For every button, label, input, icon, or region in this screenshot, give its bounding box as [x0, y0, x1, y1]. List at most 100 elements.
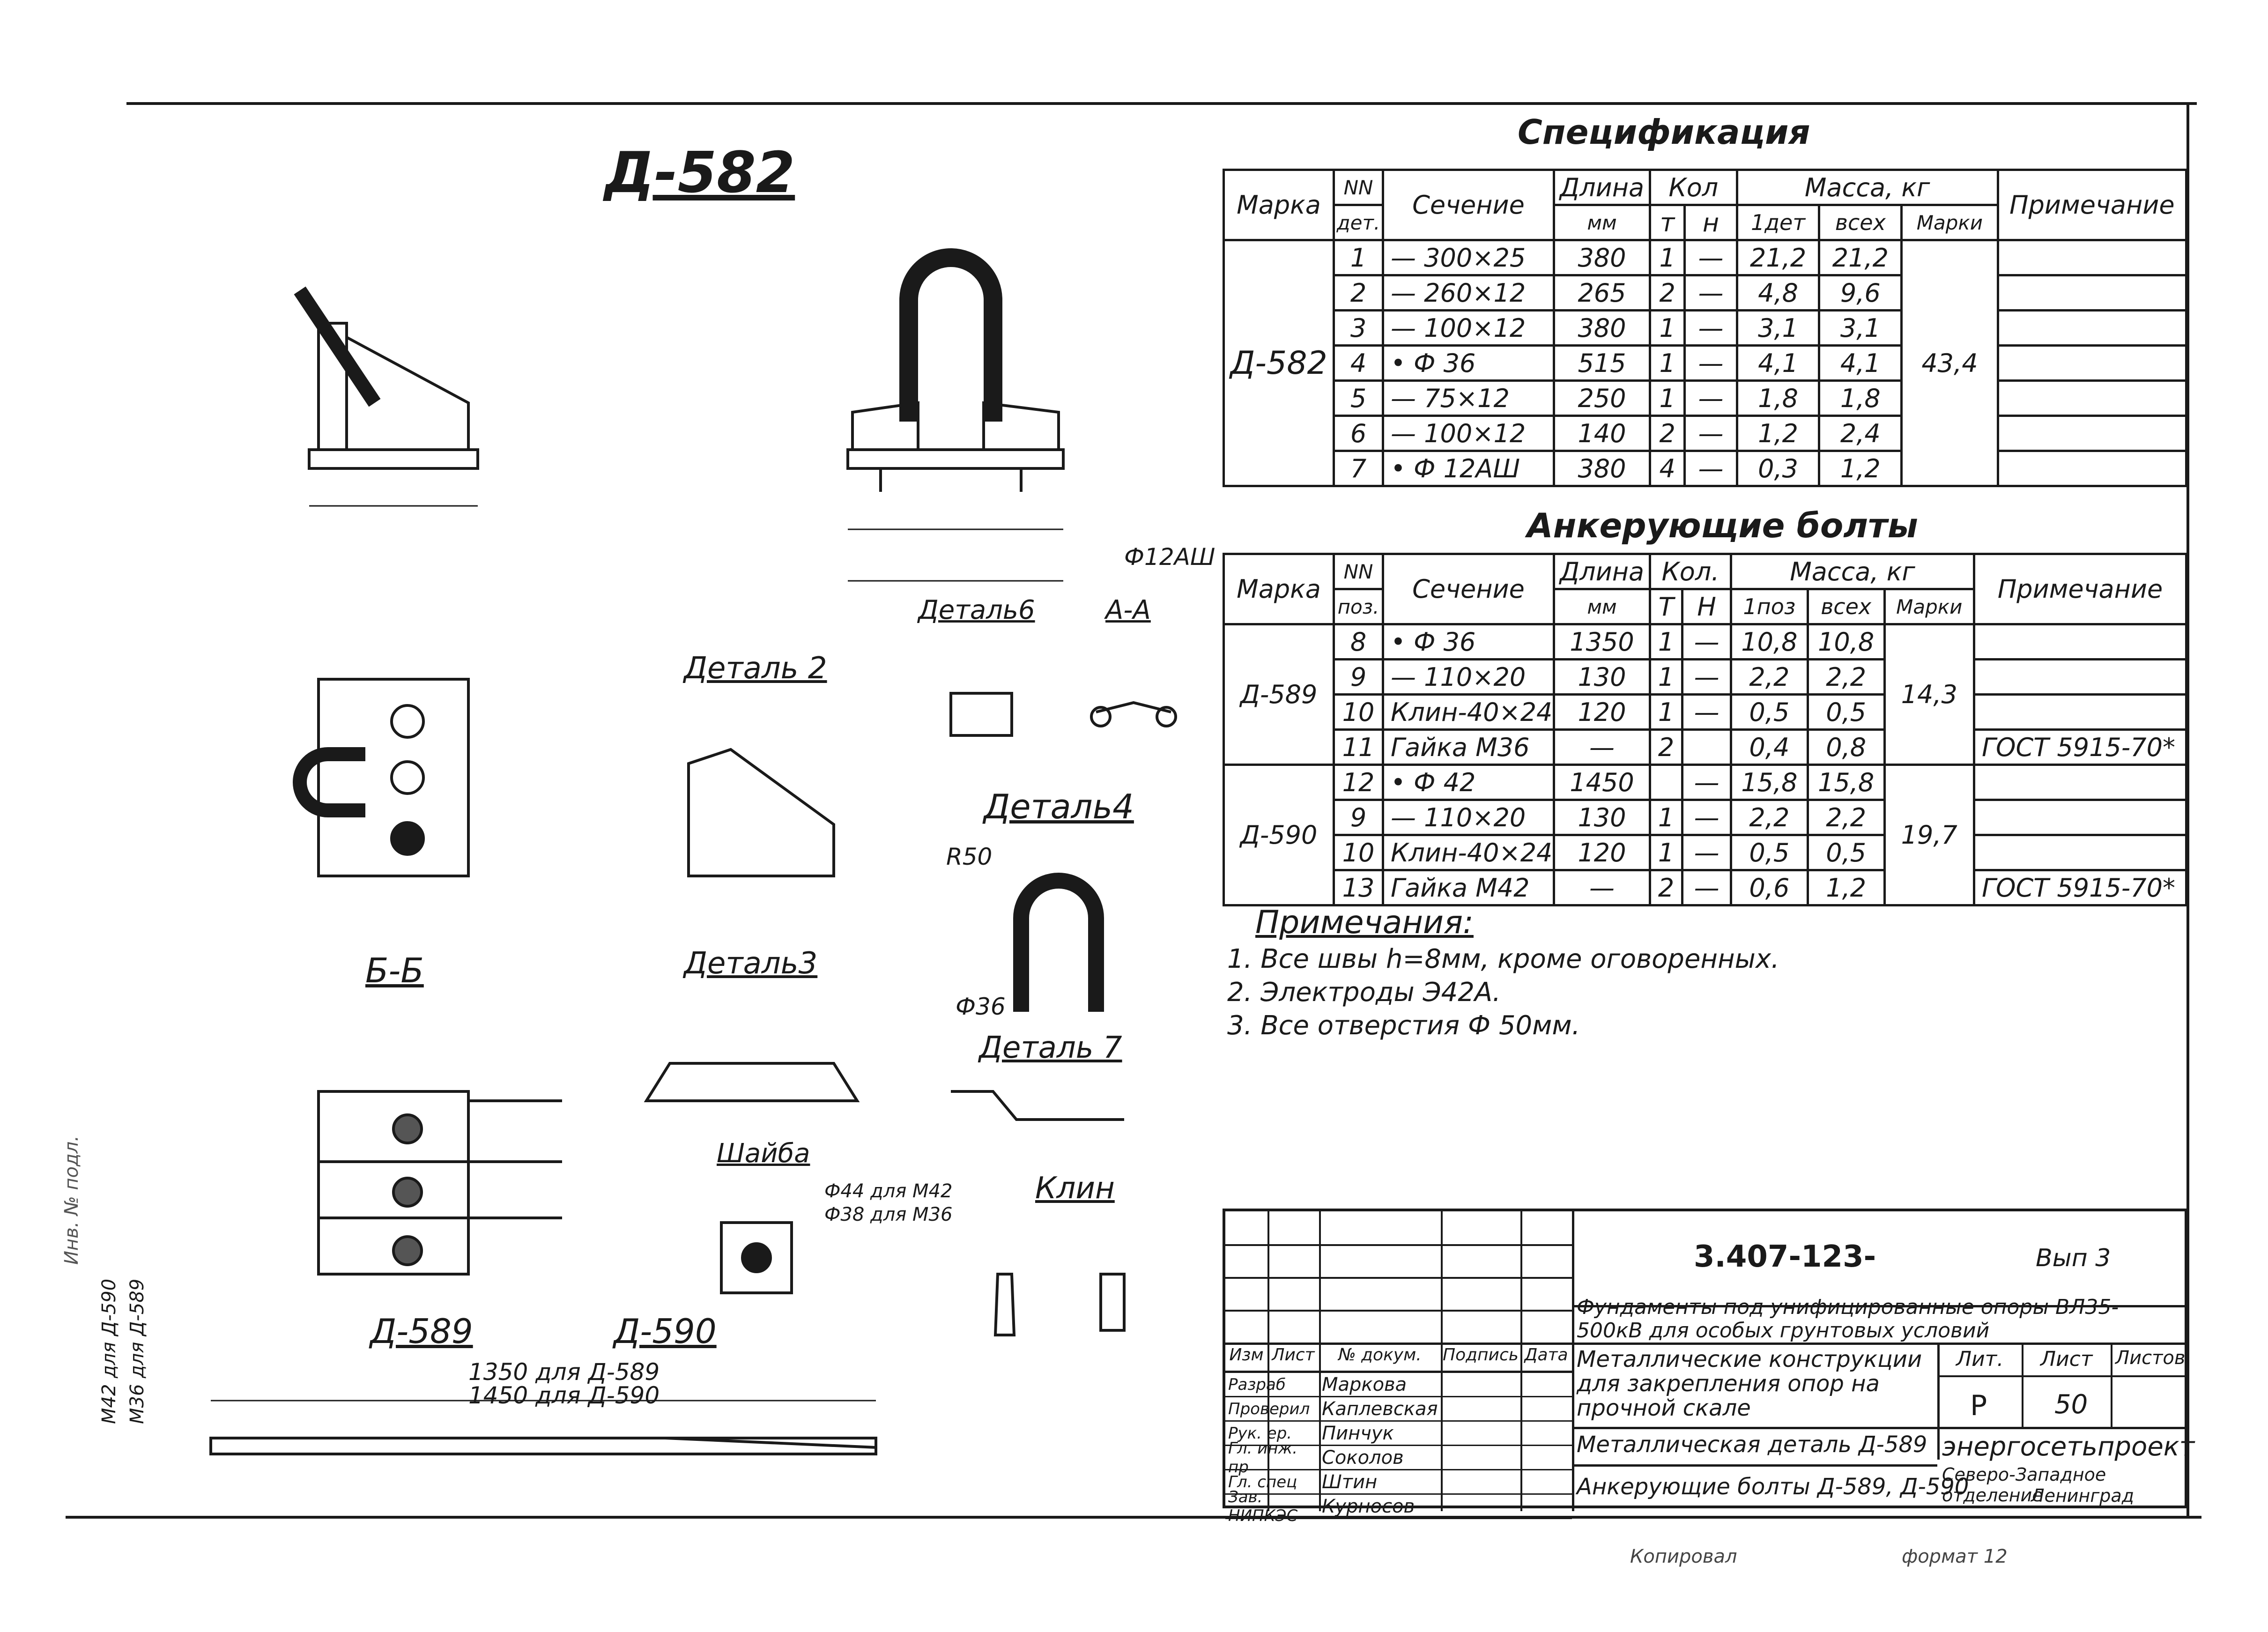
spec-cell-note: [1996, 274, 2188, 312]
spec-cell-one: 4,1: [1735, 344, 1821, 382]
label-shaiba: Шайба: [717, 1138, 810, 1169]
bolts-cell-all: 1,2: [1806, 869, 1886, 906]
bolts-cell-note: ГОСТ 5915-70*: [1972, 869, 2188, 906]
bolts-cell-t: [1648, 764, 1684, 801]
bolts-cell-note: [1972, 834, 2188, 871]
notes-title: Примечания:: [1255, 904, 1474, 941]
spec-cell-one: 21,2: [1735, 239, 1821, 276]
label-bb: Б-Б: [365, 951, 424, 990]
bolts-cell-note: [1972, 623, 2188, 660]
bolts-cell-n: [1681, 728, 1732, 766]
spec-cell-nn: 3: [1333, 309, 1384, 347]
bottom-border: [66, 1516, 2201, 1519]
tb-col-doc: № докум.: [1338, 1345, 1422, 1365]
plate-1: [846, 448, 1065, 470]
section-bb: [317, 1090, 470, 1276]
spec-cell-t: 4: [1648, 450, 1686, 487]
bolts-cell-n: —: [1681, 623, 1732, 660]
washer-shape: [720, 1221, 793, 1294]
label-phi44: Ф44 для М42: [824, 1180, 953, 1202]
bolts-cell-sec: Клин-40×24: [1382, 834, 1555, 871]
tb-staff-name: Штин: [1322, 1471, 1378, 1493]
spec-cell-sec: — 75×12: [1382, 379, 1555, 417]
bolts-cell-n: —: [1681, 834, 1732, 871]
tb-col-list: Лист: [1272, 1345, 1315, 1365]
label-detal4: Деталь4: [984, 787, 1134, 826]
bolts-cell-t: 2: [1648, 728, 1684, 766]
label-aa: А-А: [1105, 595, 1151, 625]
bolts-title: Анкерующие болты: [1527, 506, 1918, 545]
note-3: 3. Все отверстия Ф 50мм.: [1227, 1010, 1580, 1041]
spec-cell-all: 3,1: [1818, 309, 1903, 347]
spec-h-n: н: [1683, 204, 1738, 241]
tb-project: Фундаменты под унифицированные опоры ВЛ3…: [1577, 1295, 2119, 1343]
label-detal3: Деталь3: [684, 946, 818, 981]
spec-h-det: дет.: [1333, 204, 1384, 241]
bolts-cell-one: 0,4: [1729, 728, 1809, 766]
bolts-cell-len: 120: [1553, 693, 1651, 731]
spec-cell-nn: 1: [1333, 239, 1384, 276]
top-border: [126, 102, 2197, 105]
plan-view: [317, 678, 470, 877]
u-bolt-4: [899, 248, 1002, 422]
spec-cell-len: 140: [1553, 415, 1651, 452]
spec-cell-all: 2,4: [1818, 415, 1903, 452]
tb-org3: Ленинград: [2031, 1485, 2134, 1506]
bolts-cell-t: 1: [1648, 693, 1684, 731]
spec-cell-all: 1,2: [1818, 450, 1903, 487]
bolts-table: Марка NN Сечение Длина Кол. Масса, кг Пр…: [1223, 553, 2188, 906]
bolts-h-massa: Масса, кг: [1729, 553, 1975, 590]
bolts-cell-all: 0,5: [1806, 834, 1886, 871]
spec-cell-t: 2: [1648, 274, 1686, 312]
spec-cell-nn: 5: [1333, 379, 1384, 417]
bolts-cell-len: —: [1553, 728, 1651, 766]
bolts-cell-one: 10,8: [1729, 623, 1809, 660]
bolts-h-nn: NN: [1333, 553, 1384, 590]
bolts-cell-sec: Клин-40×24: [1382, 693, 1555, 731]
bolts-group-mass: 19,7: [1883, 764, 1975, 906]
label-detal6: Деталь6: [918, 595, 1035, 625]
spec-cell-n: —: [1683, 274, 1738, 312]
tb-lit: Р: [1970, 1389, 1987, 1422]
tb-org: энергосетьпроект: [1942, 1432, 2195, 1462]
bolts-h-mm: мм: [1553, 588, 1651, 625]
tb-staff-row: Рук. ер.Пинчук: [1225, 1422, 1572, 1446]
spec-cell-n: —: [1683, 415, 1738, 452]
bolts-h-n: Н: [1681, 588, 1732, 625]
spec-cell-note: [1996, 344, 2188, 382]
detail-2-shape: [687, 748, 835, 877]
tb-staff-role: Зав. НИПКЭС: [1228, 1487, 1298, 1525]
bolts-group-mark: Д-590: [1223, 764, 1335, 906]
tb-staff-name: Курносов: [1322, 1495, 1415, 1517]
spec-cell-all: 1,8: [1818, 379, 1903, 417]
bolts-cell-len: 1450: [1553, 764, 1651, 801]
spec-cell-n: —: [1683, 309, 1738, 347]
tb-col-izm: Изм: [1229, 1345, 1264, 1365]
spec-h-mm: мм: [1553, 204, 1651, 241]
tb-staff-role: Разраб: [1228, 1375, 1286, 1394]
bolts-h-t: Т: [1648, 588, 1684, 625]
spec-cell-one: 1,8: [1735, 379, 1821, 417]
spec-h-kol: Кол: [1649, 169, 1738, 206]
spec-h-vseh: всех: [1818, 204, 1903, 241]
bolts-cell-nn: 9: [1333, 799, 1384, 836]
label-m36: М36 для Д-589: [126, 1278, 148, 1424]
tb-staff-name: Соколов: [1322, 1447, 1404, 1469]
spec-cell-one: 0,3: [1735, 450, 1821, 487]
tb-sheet1: Металлическая деталь Д-589: [1577, 1432, 1927, 1458]
spec-h-massa: Масса, кг: [1735, 169, 1999, 206]
bolts-cell-one: 0,5: [1729, 693, 1809, 731]
spec-cell-sec: — 100×12: [1382, 415, 1555, 452]
tb-staff-role: Рук. ер.: [1228, 1424, 1292, 1443]
bolts-cell-one: 0,5: [1729, 834, 1809, 871]
